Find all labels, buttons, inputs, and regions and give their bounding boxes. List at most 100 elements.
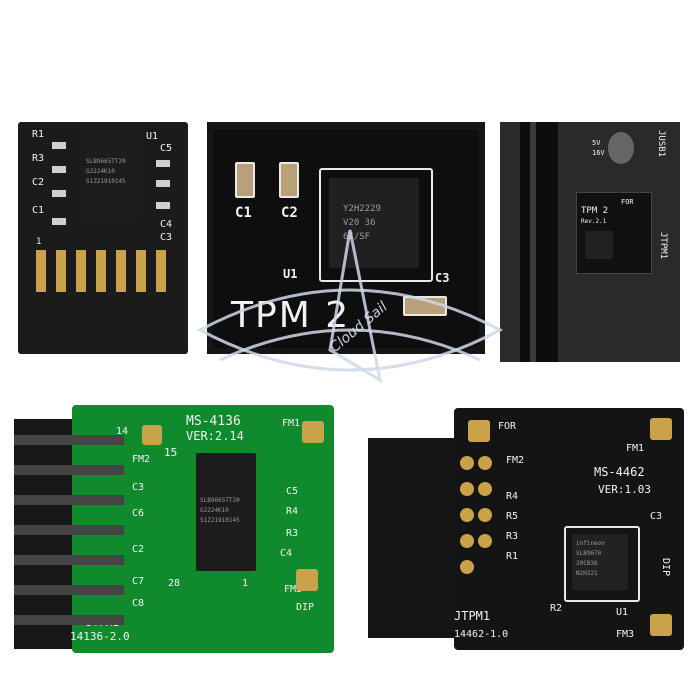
silk-label-c2: C2 xyxy=(32,177,45,188)
silk-label-tpm2: TPM 2 xyxy=(581,206,609,216)
tpm-chip: infineon SLB9670 20CB36 N2H221 xyxy=(572,534,628,590)
header-pins xyxy=(36,250,172,292)
tpm-chip xyxy=(585,231,613,259)
silk-label-fm1: FM1 xyxy=(626,443,645,454)
mounting-pad-fm1 xyxy=(302,421,324,443)
tpm-chip: SLB9665TT20 G2224K10 S1Z21910145 xyxy=(80,128,140,218)
chip-marking: S1Z21910145 xyxy=(86,178,126,185)
mounting-pad-fm3 xyxy=(650,614,672,636)
mounting-pad-fm2 xyxy=(468,420,490,442)
silk-label-5v: 5V xyxy=(592,139,601,147)
silk-label-rev: Rev.2.1 xyxy=(581,218,607,225)
chip-marking: SLB9670 xyxy=(576,550,602,557)
silk-label-c6: C6 xyxy=(132,508,145,519)
silk-label-r1: R1 xyxy=(506,551,519,562)
silk-label-fm3: FM3 xyxy=(616,629,635,640)
silk-label-c4: C4 xyxy=(160,219,173,230)
silk-label-r5: R5 xyxy=(506,511,519,522)
silk-label-c3: C3 xyxy=(132,482,145,493)
silk-label-r3: R3 xyxy=(506,531,519,542)
header-pins xyxy=(460,456,494,586)
capacitor-c1 xyxy=(235,162,255,198)
silk-label-jtpm1: JTPM1 xyxy=(454,609,491,623)
silk-label-r2: R2 xyxy=(550,603,563,614)
silk-label-c3: C3 xyxy=(160,232,173,243)
tpm-module-green-photo: MS-4136 VER:2.14 FM1 FM2 15 C3 C6 C2 C7 … xyxy=(14,405,344,665)
header-pins xyxy=(14,425,124,645)
silk-label-part-no: 14136-2.0 xyxy=(70,630,130,643)
tpm-chip: SLB9665TT20 G2224K10 S1Z21910145 xyxy=(196,453,256,571)
silk-label-for: FOR xyxy=(621,198,634,206)
silk-label-u1: U1 xyxy=(283,267,298,281)
chip-marking: G2224K10 xyxy=(86,168,115,175)
silk-label-c2: C2 xyxy=(132,544,145,555)
silk-label-jtpm1: JTPM1 xyxy=(658,232,668,260)
pcie-slot-inner xyxy=(530,122,536,362)
tpm-card: FOR TPM 2 Rev.2.1 xyxy=(576,192,652,274)
silk-label-r4: R4 xyxy=(506,491,519,502)
silk-label-c1: C1 xyxy=(235,205,252,221)
silk-label-fm2: FM2 xyxy=(132,454,151,465)
smd-capacitor xyxy=(52,218,66,225)
silk-label-pin1: 1 xyxy=(36,237,42,247)
silk-label-model: MS-4136 xyxy=(186,414,241,429)
silk-label-model: MS-4462 xyxy=(594,465,645,479)
silk-label-u1: U1 xyxy=(146,131,159,142)
capacitor-c3 xyxy=(403,296,447,316)
silk-label-version: VER:2.14 xyxy=(186,429,244,443)
mounting-pad-fm3 xyxy=(296,569,318,591)
silk-label-r4: R4 xyxy=(286,506,299,517)
silk-label-fm2: FM2 xyxy=(506,455,525,466)
silk-label-c3: C3 xyxy=(650,511,663,522)
chip-marking: 6I/SF xyxy=(343,232,371,242)
silk-label-fm1: FM1 xyxy=(282,418,301,429)
chip-outline xyxy=(564,526,640,602)
smd-resistor xyxy=(52,142,66,149)
silk-label-u1: U1 xyxy=(616,607,629,618)
silk-label-c5: C5 xyxy=(286,486,299,497)
smd-capacitor xyxy=(52,190,66,197)
capacitor xyxy=(608,132,634,164)
mounting-pad-fm2 xyxy=(142,425,162,445)
chip-marking: infineon xyxy=(576,540,605,547)
smd-capacitor xyxy=(156,160,170,167)
silk-label-part-no: 14462-1.0 xyxy=(454,629,509,640)
chip-marking: SLB9665TT20 xyxy=(86,158,126,165)
silk-label-r3: R3 xyxy=(286,528,299,539)
silk-label-15: 15 xyxy=(164,446,178,459)
tpm-module-photo-1: R1 R3 C2 C1 U1 C5 C4 C3 1 SLB9665TT20 G2… xyxy=(18,122,188,354)
tpm-module-photo-2: C1 C2 U1 C3 Y2H2229 V20 36 6I/SF TPM 2 xyxy=(207,122,485,354)
smd-capacitor xyxy=(156,180,170,187)
chip-marking: SLB9665TT20 xyxy=(200,497,240,504)
smd-resistor xyxy=(52,166,66,173)
chip-marking: N2H221 xyxy=(576,570,598,577)
tpm-chip: Y2H2229 V20 36 6I/SF xyxy=(329,178,419,268)
chip-marking: 20CB36 xyxy=(576,560,598,567)
silk-label-28: 28 xyxy=(168,578,181,589)
silk-label-16v: 16V xyxy=(592,149,605,157)
silk-label-jusb1: JUSB1 xyxy=(656,130,666,158)
silk-label-c4: C4 xyxy=(280,548,293,559)
silk-label-c3: C3 xyxy=(435,271,450,285)
chip-marking: G2224K10 xyxy=(200,507,229,514)
tpm-module-black-photo: FOR FM1 FM2 MS-4462 VER:1.03 R4 R5 R3 R1… xyxy=(368,408,690,650)
silk-label-r3: R3 xyxy=(32,153,45,164)
silk-label-14: 14 xyxy=(116,426,129,437)
pcie-slot xyxy=(520,122,558,362)
silk-label-dip: DIP xyxy=(660,558,671,577)
silk-label-c7: C7 xyxy=(132,576,145,587)
motherboard-photo: JUSB1 JTPM1 5V 16V FOR TPM 2 Rev.2.1 xyxy=(500,122,680,362)
silk-label-fm3: FM3 xyxy=(284,584,303,595)
chip-marking: Y2H2229 xyxy=(343,204,381,214)
silk-label-c2: C2 xyxy=(281,205,298,221)
silk-label-1: 1 xyxy=(242,578,249,589)
smd-capacitor xyxy=(156,202,170,209)
silk-label-r1: R1 xyxy=(32,129,45,140)
silk-label-c5: C5 xyxy=(160,143,173,154)
silk-label-c1: C1 xyxy=(32,205,45,216)
black-pcb xyxy=(454,408,684,650)
chip-marking: V20 36 xyxy=(343,218,376,228)
mounting-pad-fm1 xyxy=(650,418,672,440)
chip-marking: S1Z21910145 xyxy=(200,517,240,524)
silk-label-version: VER:1.03 xyxy=(598,483,651,496)
